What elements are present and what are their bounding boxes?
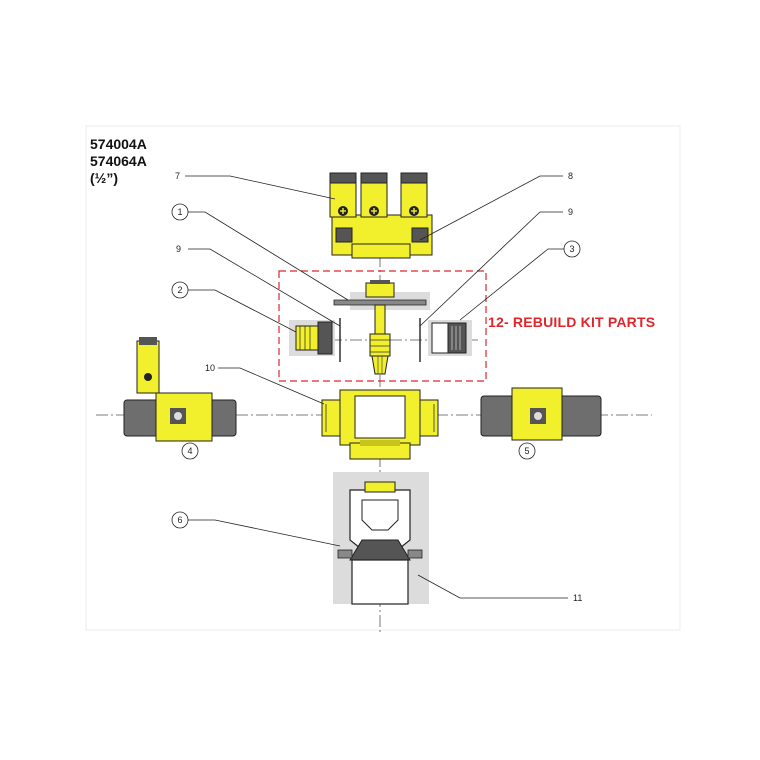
callout-2: 2	[177, 285, 182, 295]
callout-circles	[171, 203, 581, 529]
part-bonnet-assembly	[329, 172, 433, 259]
callout-11: 11	[573, 593, 582, 603]
part-lower-assembly	[333, 472, 429, 605]
callout-10: 10	[205, 363, 215, 373]
part-right-cartridge	[428, 320, 472, 356]
model-number-2: 574064A	[90, 153, 147, 169]
rebuild-kit-box	[278, 270, 487, 382]
callout-9-right: 9	[568, 207, 573, 217]
callout-7: 7	[175, 171, 180, 181]
rebuild-kit-label: 12- REBUILD KIT PARTS	[488, 314, 656, 330]
pipe-size: (½”)	[90, 170, 118, 186]
part-left-cartridge	[289, 320, 335, 356]
part-valve-body	[321, 389, 439, 460]
callout-5: 5	[524, 446, 529, 456]
part-left-union	[123, 337, 237, 442]
callout-9-left: 9	[176, 244, 181, 254]
callout-4: 4	[187, 446, 192, 456]
drawing-frame	[85, 125, 681, 631]
callout-6: 6	[177, 515, 182, 525]
callout-3: 3	[569, 244, 574, 254]
callout-1: 1	[177, 207, 182, 217]
part-diaphragm-stem	[333, 280, 430, 375]
part-right-union	[480, 387, 602, 441]
callout-8: 8	[568, 171, 573, 181]
model-number-1: 574004A	[90, 136, 147, 152]
leader-lines	[185, 175, 568, 599]
